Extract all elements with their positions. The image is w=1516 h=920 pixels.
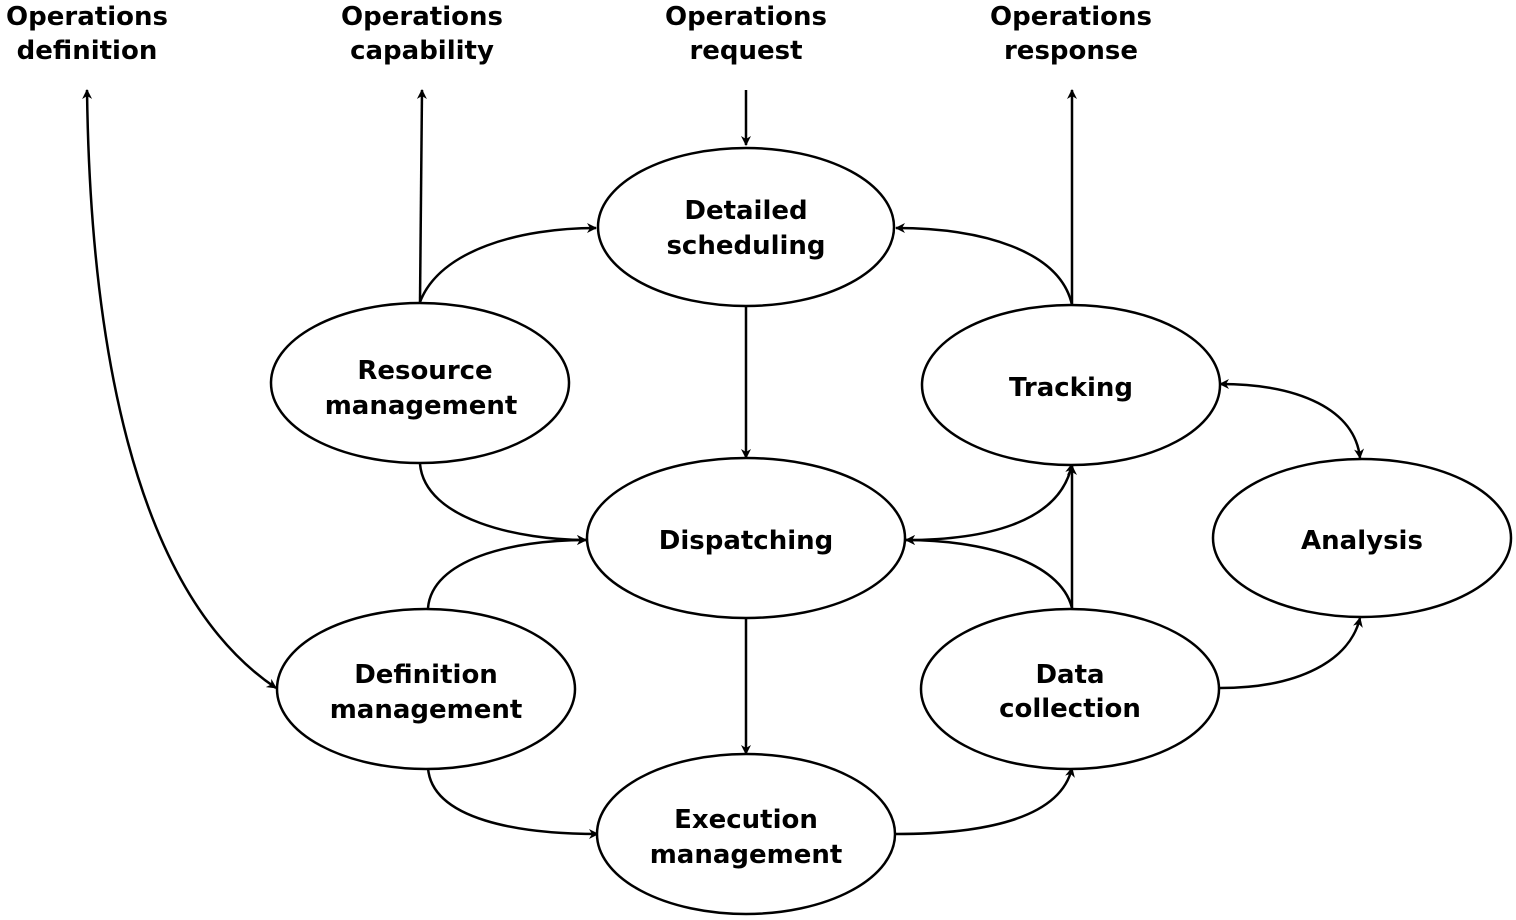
operations-definition-line-1: Operations [6,2,168,32]
node-detailed-scheduling-line-1: Detailed [684,196,807,226]
node-dispatching: Dispatching [585,456,907,620]
node-execution-management: Execution management [595,752,897,916]
node-definition-management: Definition management [275,607,577,771]
node-execution-management-line-2: management [650,840,843,870]
operations-request-line-1: Operations [665,2,827,32]
node-data-collection-line-1: Data [1035,660,1104,690]
external-label-operations-definition: Operations definition [6,2,168,66]
edge-definition-to-dispatching [426,535,587,609]
external-label-operations-response: Operations response [990,2,1152,66]
operations-response-line-1: Operations [990,2,1152,32]
edge-resource-to-scheduling [418,223,597,303]
node-data-collection: Data collection [919,607,1221,771]
edges [82,89,1365,839]
node-tracking: Tracking [920,303,1222,467]
edge-dispatching-tracking [905,463,1076,545]
operations-request-line-2: request [689,36,802,66]
node-execution-management-line-1: Execution [674,805,818,835]
operations-response-line-2: response [1004,36,1138,66]
edge-resource-to-dispatching [418,463,587,545]
edge-operations-capability [416,89,427,303]
external-label-operations-request: Operations request [665,2,827,66]
node-analysis-line-1: Analysis [1301,526,1423,556]
operations-capability-line-2: capability [350,36,494,66]
edge-tracking-to-scheduling [895,223,1074,306]
node-definition-management-line-2: management [330,695,523,725]
edge-definition-to-execution [426,767,599,839]
node-tracking-line-1: Tracking [1009,373,1133,403]
node-detailed-scheduling: Detailed scheduling [596,146,896,308]
node-resource-management-line-1: Resource [357,356,492,386]
edge-datacollection-to-analysis [1219,617,1363,690]
edge-datacollection-to-dispatching [905,535,1074,609]
operations-definition-line-2: definition [17,36,158,66]
node-analysis: Analysis [1211,457,1513,619]
node-data-collection-line-2: collection [999,694,1141,724]
edge-operations-definition [82,89,277,690]
operations-capability-line-1: Operations [341,2,503,32]
edge-execution-to-datacollection [895,767,1075,836]
node-detailed-scheduling-line-2: scheduling [666,231,825,261]
node-resource-management-line-2: management [325,391,518,421]
node-dispatching-line-1: Dispatching [659,526,834,556]
edge-tracking-analysis [1219,379,1365,459]
external-label-operations-capability: Operations capability [341,2,503,66]
node-definition-management-line-1: Definition [354,660,498,690]
node-resource-management: Resource management [269,301,571,465]
